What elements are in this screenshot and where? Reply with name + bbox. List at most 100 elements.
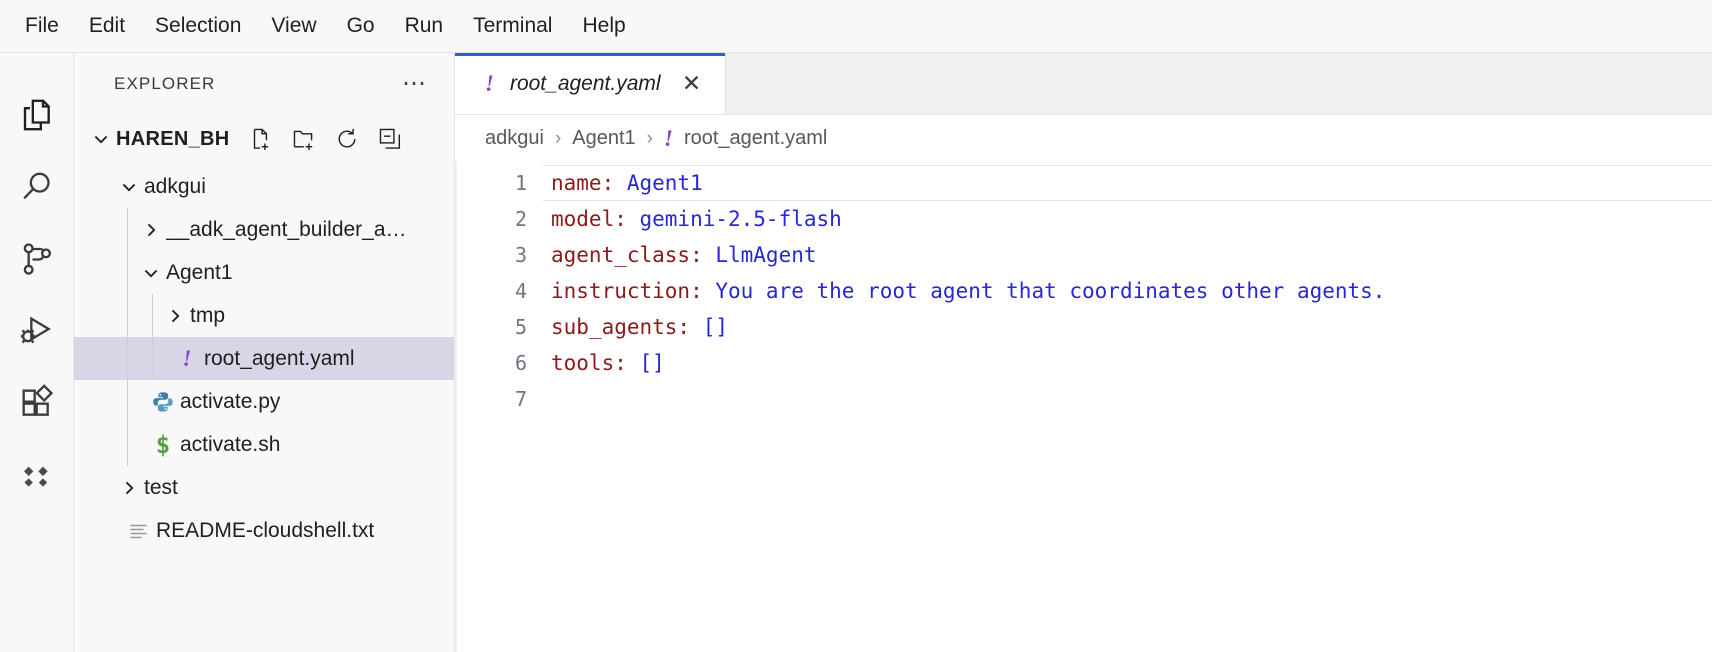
- breadcrumb-item-agent1[interactable]: Agent1: [572, 127, 636, 149]
- tree-item-label: tmp: [190, 303, 226, 327]
- activity-bar-item-search[interactable]: [0, 151, 74, 223]
- chevron-down-icon: [86, 124, 116, 154]
- tree-item-adk-agent-builder[interactable]: __adk_agent_builder_a…: [74, 208, 454, 251]
- menu-item-edit[interactable]: Edit: [88, 14, 126, 37]
- tree-item-readme-cloudshell[interactable]: README-cloudshell.txt: [74, 509, 454, 552]
- tree-item-activate-sh[interactable]: $ activate.sh: [74, 423, 454, 466]
- editor-group: ! root_agent.yaml ✕ adkgui › Agent1 › ! …: [455, 53, 1712, 652]
- editor-tab-bar: ! root_agent.yaml ✕: [455, 53, 1712, 115]
- menu-item-selection[interactable]: Selection: [155, 14, 242, 37]
- code-line: 5 sub_agents: []: [455, 309, 1712, 345]
- explorer-icon: [17, 95, 57, 135]
- yaml-file-icon: !: [182, 345, 192, 371]
- tree-item-label: test: [144, 475, 178, 499]
- breadcrumb-item-adkgui[interactable]: adkgui: [485, 127, 544, 149]
- activity-bar: [0, 53, 74, 652]
- line-number: 1: [514, 171, 527, 195]
- explorer-root-row[interactable]: HAREN_BH: [74, 115, 454, 163]
- yaml-key: tools:: [551, 351, 627, 375]
- menu-item-view[interactable]: View: [271, 14, 317, 37]
- code-line: 2 model: gemini-2.5-flash: [455, 201, 1712, 237]
- text-file-icon: [122, 519, 156, 543]
- activity-bar-item-explorer[interactable]: [0, 79, 74, 151]
- refresh-icon[interactable]: [332, 124, 362, 154]
- code-line: 1 name: Agent1: [455, 165, 1712, 201]
- menu-item-run[interactable]: Run: [404, 14, 444, 37]
- yaml-file-icon: !: [663, 125, 673, 151]
- yaml-value: gemini-2.5-flash: [626, 207, 842, 231]
- extensions-icon: [17, 383, 57, 423]
- menu-item-terminal[interactable]: Terminal: [473, 14, 553, 37]
- yaml-key: sub_agents:: [551, 315, 691, 339]
- tree-item-label: __adk_agent_builder_a…: [166, 217, 407, 241]
- line-number: 7: [514, 387, 527, 411]
- activity-bar-item-gemini-code-assist[interactable]: [0, 439, 74, 511]
- tree-item-label: activate.py: [180, 389, 281, 413]
- tree-item-activate-py[interactable]: activate.py: [74, 380, 454, 423]
- activity-bar-item-extensions[interactable]: [0, 367, 74, 439]
- tree-item-root-agent-yaml[interactable]: ! root_agent.yaml: [74, 337, 454, 380]
- breadcrumb: adkgui › Agent1 › ! root_agent.yaml: [455, 115, 1712, 162]
- chevron-right-icon: ›: [646, 127, 653, 149]
- yaml-key: name:: [551, 171, 615, 195]
- activity-bar-item-source-control[interactable]: [0, 223, 74, 295]
- workbench-body: EXPLORER ⋯ HAREN_BH: [0, 53, 1712, 652]
- chevron-right-icon: [114, 473, 144, 503]
- editor-tab-label: root_agent.yaml: [509, 71, 661, 95]
- tab-bar-empty-space: [725, 53, 1712, 114]
- tree-item-label: activate.sh: [180, 432, 281, 456]
- yaml-value: Agent1: [614, 171, 703, 195]
- yaml-value: []: [626, 351, 665, 375]
- line-number: 2: [514, 207, 527, 231]
- chevron-right-icon: [136, 215, 166, 245]
- menu-item-file[interactable]: File: [25, 14, 59, 37]
- code-line: 4 instruction: You are the root agent th…: [455, 273, 1712, 309]
- tree-item-label: Agent1: [166, 260, 233, 284]
- chevron-down-icon: [136, 258, 166, 288]
- collapse-all-icon[interactable]: [375, 124, 405, 154]
- code-editor[interactable]: 1 name: Agent1 2 model: gemini-2.5-flash…: [455, 162, 1712, 652]
- tree-item-label: root_agent.yaml: [204, 346, 355, 370]
- tree-item-adkgui[interactable]: adkgui: [74, 165, 454, 208]
- python-file-icon: [146, 390, 180, 414]
- source-control-icon: [17, 239, 57, 279]
- explorer-sidebar: EXPLORER ⋯ HAREN_BH: [74, 53, 455, 652]
- chevron-right-icon: [160, 301, 190, 331]
- search-icon: [17, 167, 57, 207]
- shell-file-icon: $: [155, 430, 171, 459]
- explorer-actions: [246, 124, 405, 154]
- menu-bar: File Edit Selection View Go Run Terminal…: [0, 0, 1712, 53]
- chevron-down-icon: [114, 172, 144, 202]
- tree-item-label: adkgui: [144, 174, 206, 198]
- yaml-value: You are the root agent that coordinates …: [702, 279, 1386, 303]
- code-line: 3 agent_class: LlmAgent: [455, 237, 1712, 273]
- yaml-key: model:: [551, 207, 627, 231]
- close-icon[interactable]: ✕: [681, 70, 702, 96]
- yaml-key: instruction:: [551, 279, 703, 303]
- activity-bar-item-run-and-debug[interactable]: [0, 295, 74, 367]
- explorer-more-actions-icon[interactable]: ⋯: [402, 70, 428, 97]
- code-line: 6 tools: []: [455, 345, 1712, 381]
- new-file-icon[interactable]: [246, 124, 276, 154]
- tree-item-tmp[interactable]: tmp: [74, 294, 454, 337]
- run-and-debug-icon: [17, 311, 57, 351]
- explorer-title: EXPLORER: [114, 74, 216, 93]
- line-number: 3: [514, 243, 527, 267]
- editor-tab-root-agent-yaml[interactable]: ! root_agent.yaml ✕: [455, 53, 726, 114]
- tree-item-test[interactable]: test: [74, 466, 454, 509]
- menu-item-go[interactable]: Go: [346, 14, 375, 37]
- workspace-name: HAREN_BH: [116, 127, 230, 150]
- line-number: 4: [514, 279, 527, 303]
- new-folder-icon[interactable]: [289, 124, 319, 154]
- editor-left-edge: [455, 162, 457, 652]
- yaml-key: agent_class:: [551, 243, 703, 267]
- line-number: 5: [514, 315, 527, 339]
- yaml-value: LlmAgent: [702, 243, 817, 267]
- line-number: 6: [514, 351, 527, 375]
- explorer-header: EXPLORER ⋯: [74, 53, 454, 115]
- yaml-value: []: [690, 315, 729, 339]
- menu-item-help[interactable]: Help: [582, 14, 626, 37]
- tree-item-agent1[interactable]: Agent1: [74, 251, 454, 294]
- breadcrumb-item-root-agent-yaml[interactable]: root_agent.yaml: [683, 127, 828, 149]
